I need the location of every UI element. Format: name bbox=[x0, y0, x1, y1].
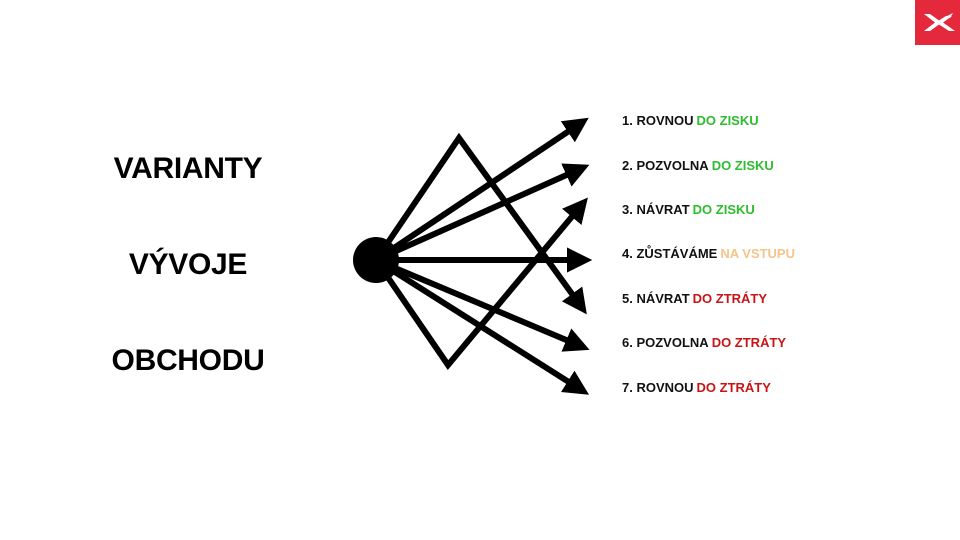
variant-label: 6. POZVOLNA bbox=[622, 335, 709, 350]
variant-label: 3. NÁVRAT bbox=[622, 202, 690, 217]
variant-label: 5. NÁVRAT bbox=[622, 291, 690, 306]
variant-outcome: DO ZTRÁTY bbox=[692, 291, 768, 306]
brand-x-logo-icon bbox=[915, 0, 960, 45]
path-2-arrow bbox=[373, 163, 590, 263]
variant-label: 4. ZŮSTÁVÁME bbox=[622, 246, 718, 261]
variant-outcome: DO ZTRÁTY bbox=[696, 380, 771, 395]
path-6-arrow bbox=[373, 257, 590, 352]
title-word-varianty: VARIANTY bbox=[113, 152, 263, 185]
variant-outcome: DO ZISKU bbox=[692, 202, 755, 217]
variant-label: 1. ROVNOU bbox=[622, 113, 694, 128]
variant-outcome: DO ZTRÁTY bbox=[711, 335, 787, 350]
variant-label: 2. POZVOLNA bbox=[622, 158, 709, 173]
origin-dot-icon bbox=[353, 237, 399, 283]
path-7-arrow bbox=[373, 257, 590, 395]
path-3-arrow bbox=[373, 197, 588, 370]
path-1-arrow bbox=[373, 117, 589, 263]
path-5-arrow bbox=[373, 132, 587, 315]
variant-label: 7. ROVNOU bbox=[622, 380, 694, 395]
variant-outcome: DO ZISKU bbox=[696, 113, 759, 128]
title-word-obchodu: OBCHODU bbox=[111, 344, 265, 377]
variant-outcome: NA VSTUPU bbox=[720, 246, 795, 261]
variant-outcome: DO ZISKU bbox=[711, 158, 774, 173]
title-word-vyvoje: VÝVOJE bbox=[128, 248, 248, 281]
